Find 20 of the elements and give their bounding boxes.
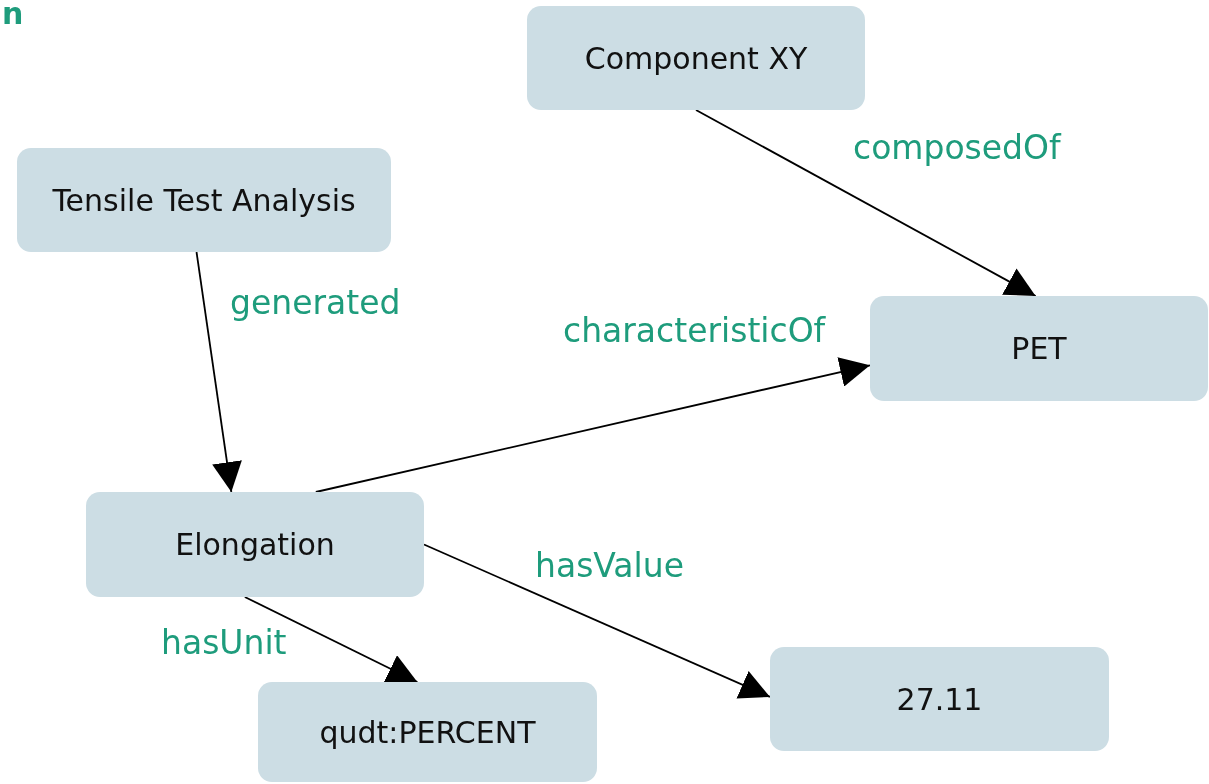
node-label: PET: [1011, 331, 1067, 366]
node-label: Elongation: [175, 527, 335, 562]
node-box: [17, 148, 391, 252]
node-box: [770, 647, 1109, 751]
arrow: [195, 251, 242, 493]
node-box: [258, 682, 597, 782]
node-label: qudt:PERCENT: [319, 714, 536, 750]
node-box: [86, 492, 424, 597]
node-box: [527, 6, 865, 110]
arrow: [423, 543, 771, 699]
arrow: [243, 596, 419, 683]
heading-fragment: n: [2, 0, 24, 31]
arrow: [314, 357, 871, 493]
arrow: [695, 109, 1037, 297]
node-box: [870, 296, 1208, 401]
edge-label: composedOf: [853, 130, 1061, 167]
edge-label: generated: [230, 285, 401, 322]
node-label: Component XY: [584, 40, 808, 76]
node-label: 27.11: [896, 681, 983, 717]
node-label: Tensile Test Analysis: [52, 182, 356, 218]
